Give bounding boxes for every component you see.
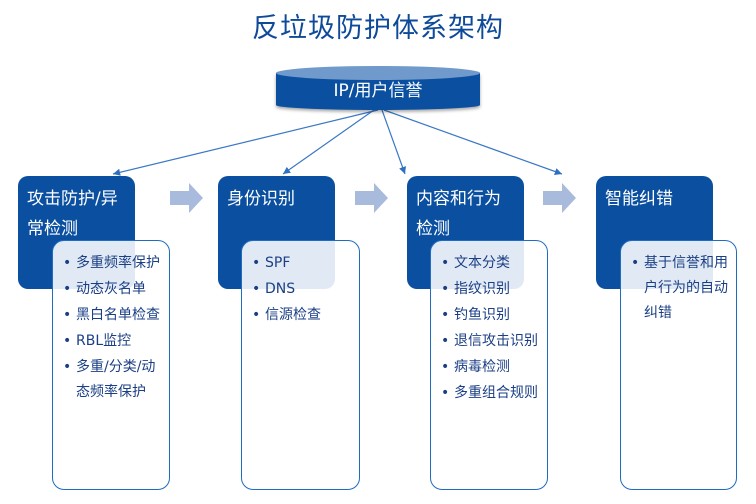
ip-user-reputation-node: IP/用户信誉 (276, 66, 480, 110)
list-item: DNS (252, 277, 353, 302)
stage-title: 攻击防护/异常检测 (27, 189, 118, 239)
list-item: 黑白名单检查 (63, 303, 163, 328)
stage-title: 身份识别 (227, 189, 295, 209)
list-item: 动态灰名单 (63, 277, 163, 302)
list-item: 多重组合规则 (441, 381, 541, 406)
list-item: 多重/分类/动态频率保护 (63, 355, 163, 405)
stage-2-details: SPF DNS 信源检查 (241, 240, 360, 490)
list-item: 基于信誉和用户行为的自动纠错 (631, 251, 730, 326)
connector-to-stage-2 (282, 109, 375, 175)
list-item: 病毒检测 (441, 355, 541, 380)
diagram-title: 反垃圾防护体系架构 (252, 13, 504, 44)
list-item: 信源检查 (252, 303, 353, 328)
arrow-right-icon (355, 183, 388, 213)
cylinder-top (276, 66, 480, 80)
arrow-right-icon (170, 183, 203, 213)
stage-3-details: 文本分类 指纹识别 钓鱼识别 退信攻击识别 病毒检测 多重组合规则 (430, 240, 548, 490)
arrow-right-icon (543, 183, 576, 213)
list-item: 指纹识别 (441, 277, 541, 302)
connector-to-stage-1 (112, 109, 379, 176)
stage-4-details: 基于信誉和用户行为的自动纠错 (620, 240, 737, 490)
stage-title: 智能纠错 (605, 189, 673, 209)
list-item: 退信攻击识别 (441, 329, 541, 354)
connector-to-stage-3 (381, 109, 406, 175)
connector-to-stage-4 (383, 109, 563, 175)
stage-1-details: 多重频率保护 动态灰名单 黑白名单检查 RBL监控 多重/分类/动态频率保护 (52, 240, 170, 490)
list-item: 钓鱼识别 (441, 303, 541, 328)
list-item: SPF (252, 251, 353, 276)
list-item: RBL监控 (63, 329, 163, 354)
list-item: 文本分类 (441, 251, 541, 276)
stage-title: 内容和行为检测 (416, 189, 501, 239)
list-item: 多重频率保护 (63, 251, 163, 276)
root-label: IP/用户信誉 (333, 81, 423, 101)
